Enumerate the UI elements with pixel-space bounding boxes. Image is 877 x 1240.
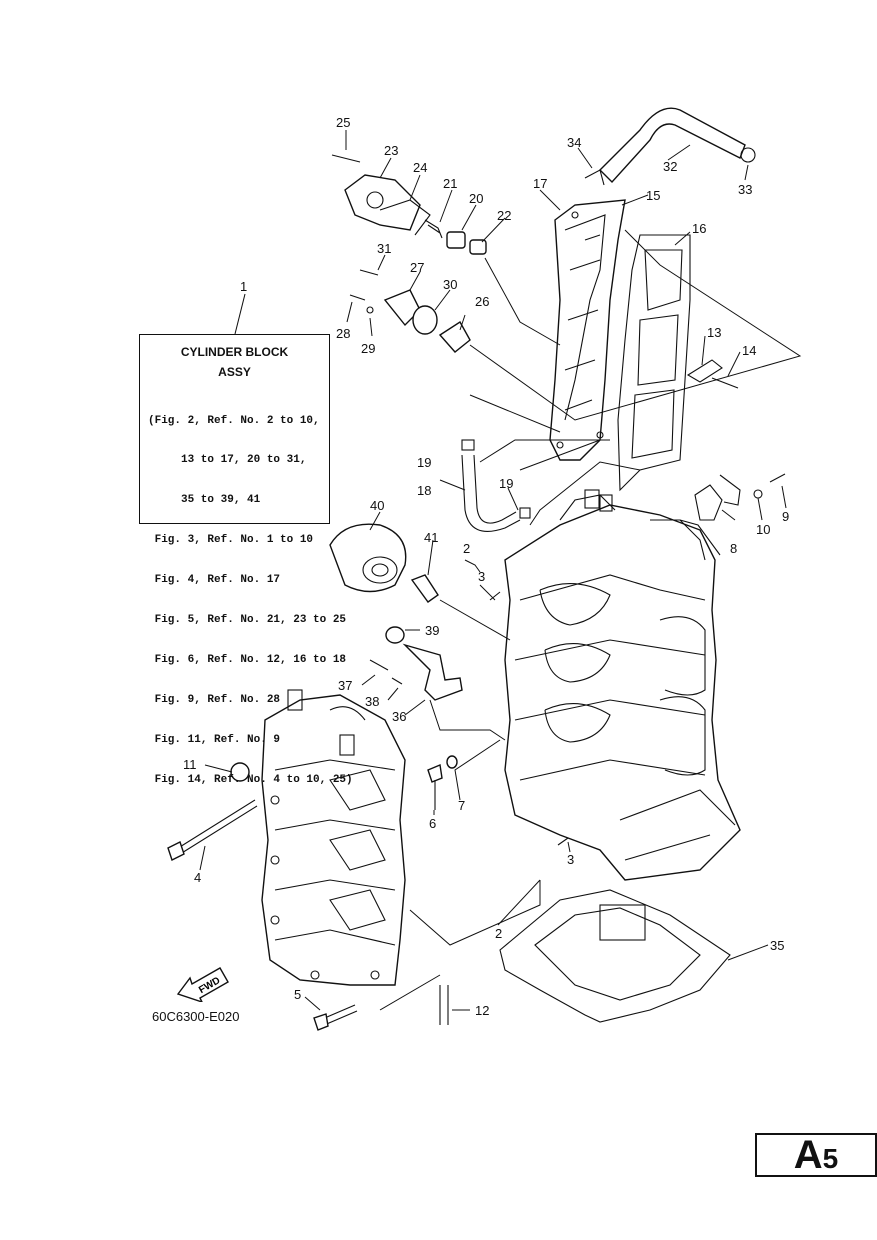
callout-22: 22 [497,208,511,223]
badge-number: 5 [822,1143,839,1174]
callout-13: 13 [707,325,721,340]
page-badge: A5 [755,1133,877,1177]
bracket-group [369,626,463,701]
callout-3-bottom: 3 [567,852,574,867]
drawing-code: 60C6300-E020 [152,1009,240,1024]
callout-24: 24 [413,160,427,175]
callout-10: 10 [756,522,770,537]
fwd-arrow-icon: FWD [176,967,229,1002]
callout-33: 33 [738,182,752,197]
anode-group [349,269,471,353]
callout-38: 38 [365,694,379,709]
hose-18 [461,439,531,532]
legend-box: CYLINDER BLOCK ASSY (Fig. 2, Ref. No. 2 … [139,334,353,786]
callout-35: 35 [770,938,784,953]
anode-plate [686,359,739,389]
callout-36: 36 [392,709,406,724]
legend-title: CYLINDER BLOCK ASSY [140,342,329,382]
base-gasket [499,889,731,1023]
water-hose [584,107,756,186]
callout-26: 26 [475,294,489,309]
callout-25: 25 [336,115,350,130]
callout-18: 18 [417,483,431,498]
callout-5: 5 [294,987,301,1002]
callout-39: 39 [425,623,439,638]
callout-20: 20 [469,191,483,206]
callout-16: 16 [692,221,706,236]
callout-2-bottom: 2 [495,926,502,941]
legend-line: Fig. 14, Ref. No. 4 to 10, 25) [148,773,353,786]
fasteners [167,591,569,1031]
callout-6: 6 [429,816,436,831]
callout-28: 28 [336,326,350,341]
callout-11: 11 [183,757,197,772]
callout-1: 1 [240,279,247,294]
legend-line: 35 to 39, 41 [148,494,261,507]
legend-title-line2: ASSY [218,365,251,379]
exhaust-inner-cover [549,199,626,461]
legend-lines: (Fig. 2, Ref. No. 2 to 10, 13 to 17, 20 … [148,388,353,814]
callout-27: 27 [410,260,424,275]
callout-30: 30 [443,277,457,292]
callout-40: 40 [370,498,384,513]
callout-23: 23 [384,143,398,158]
legend-line: Fig. 5, Ref. No. 21, 23 to 25 [148,614,347,627]
leader-lines [199,130,802,1011]
callout-8: 8 [730,541,737,556]
callout-numbers: 1 2 2 3 3 4 5 6 7 8 9 10 11 12 13 14 15 … [183,115,789,1018]
legend-line: Fig. 9, Ref. No. 28 [148,693,281,706]
callout-14: 14 [742,343,756,358]
cylinder-block [504,489,741,881]
callout-17: 17 [533,176,547,191]
callout-41: 41 [424,530,438,545]
legend-line: (Fig. 2, Ref. No. 2 to 10, [148,414,320,427]
legend-line: Fig. 11, Ref. No. 9 [148,733,281,746]
badge-letter: A [793,1133,823,1177]
callout-31: 31 [377,241,391,256]
callout-19-left: 19 [417,455,431,470]
oil-filter [329,523,439,603]
callout-19-right: 19 [499,476,513,491]
exhaust-gasket [617,234,691,492]
callout-34: 34 [567,135,581,150]
callout-3-top: 3 [478,569,485,584]
callout-29: 29 [361,341,375,356]
legend-title-line1: CYLINDER BLOCK [180,345,289,359]
legend-line: 13 to 17, 20 to 31, [148,454,307,467]
crankcase [261,689,406,986]
callout-21: 21 [443,176,457,191]
side-plate [694,473,786,521]
callout-32: 32 [663,159,677,174]
callout-9: 9 [782,509,789,524]
callout-12: 12 [475,1003,489,1018]
callout-2-top: 2 [463,541,470,556]
callout-15: 15 [646,188,660,203]
legend-line: Fig. 4, Ref. No. 17 [148,574,281,587]
thermostat-cover [331,154,487,255]
legend-line: Fig. 6, Ref. No. 12, 16 to 18 [148,653,347,666]
callout-4: 4 [194,870,201,885]
callout-7: 7 [458,798,465,813]
callout-37: 37 [338,678,352,693]
legend-line: Fig. 3, Ref. No. 1 to 10 [148,534,314,547]
